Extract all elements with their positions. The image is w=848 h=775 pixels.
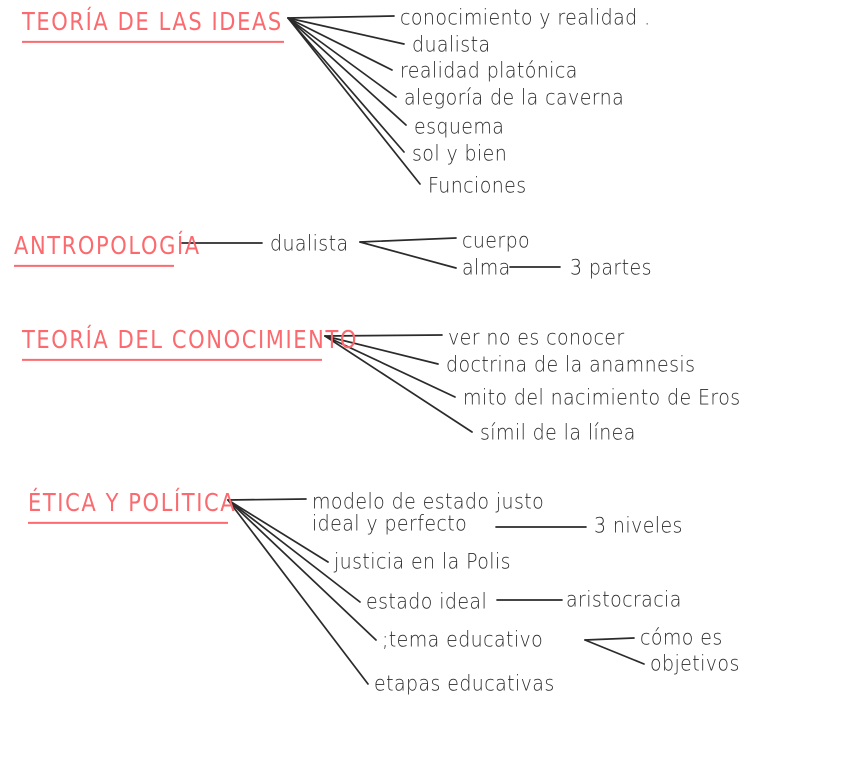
topic-teoria-del-conocimiento[interactable]: TEORÍA DEL CONOCIMIENTO xyxy=(22,325,358,361)
branch-label: objetivos xyxy=(650,651,740,676)
branch-ver-no-es-conocer[interactable]: ver no es conocer xyxy=(448,325,625,350)
branch-label: etapas educativas xyxy=(374,671,555,696)
connector-dualista xyxy=(287,17,405,45)
topic-etica-y-politica[interactable]: ÉTICA Y POLÍTICA xyxy=(28,488,237,524)
connector-conocimiento-y-realidad xyxy=(287,15,395,19)
branch-label: cuerpo xyxy=(462,228,531,253)
connector-alegoria-de-la-caverna xyxy=(287,17,397,98)
topic-label: TEORÍA DE LAS IDEAS xyxy=(22,7,283,36)
branch-label: realidad platónica xyxy=(400,58,578,83)
branch-label: aristocracia xyxy=(566,587,682,612)
branch-estado-ideal[interactable]: estado ideal xyxy=(366,589,488,614)
branch-justicia-en-la-polis[interactable]: justicia en la Polis xyxy=(334,549,511,574)
branch-funciones[interactable]: Funciones xyxy=(428,173,527,198)
branch-realidad-platonica[interactable]: realidad platónica xyxy=(400,58,578,83)
branch-label: 3 niveles xyxy=(594,513,683,538)
branch-label: estado ideal xyxy=(366,589,488,614)
topic-underline xyxy=(22,358,322,361)
branch-label: modelo de estado justo xyxy=(312,489,545,514)
topic-label: TEORÍA DEL CONOCIMIENTO xyxy=(22,325,358,354)
branch-label: dualista xyxy=(270,231,349,256)
branch-label: alma xyxy=(462,255,511,280)
branch-sol-y-bien[interactable]: sol y bien xyxy=(412,141,508,166)
connector-realidad-platonica xyxy=(287,17,393,71)
branch-label: dualista xyxy=(412,32,491,57)
branch-esquema[interactable]: esquema xyxy=(414,114,505,139)
branch-mito-del-nacimiento-de-eros[interactable]: mito del nacimiento de Eros xyxy=(463,385,741,410)
branch-label: justicia en la Polis xyxy=(334,549,511,574)
fan-teoria-de-las-ideas xyxy=(287,15,421,185)
branch-label: mito del nacimiento de Eros xyxy=(463,385,741,410)
connector-funciones xyxy=(287,17,421,185)
connector-sol-y-bien xyxy=(287,17,405,153)
branch-label: alegoría de la caverna xyxy=(404,85,625,110)
branch-alma[interactable]: alma xyxy=(462,255,511,280)
branch-simil-de-la-linea[interactable]: símil de la línea xyxy=(480,420,636,445)
branch-cuerpo[interactable]: cuerpo xyxy=(462,228,531,253)
connector-dualista-cuerpo xyxy=(359,237,457,243)
branch-label: símil de la línea xyxy=(480,420,636,445)
topic-antropologia[interactable]: ANTROPOLOGÍA xyxy=(14,231,201,267)
branch-etapas-educativas[interactable]: etapas educativas xyxy=(374,671,555,696)
branch-dualista-antropologia[interactable]: dualista xyxy=(270,231,349,256)
branch-label: sol y bien xyxy=(412,141,508,166)
branch-label: esquema xyxy=(414,114,505,139)
branch-dualista-ideas[interactable]: dualista xyxy=(412,32,491,57)
connector-sistema-educativo-objetivos xyxy=(584,639,645,665)
topic-underline xyxy=(14,264,174,267)
branch-label: cómo es xyxy=(640,625,723,650)
branch-label: 3 partes xyxy=(570,255,652,280)
topic-underline xyxy=(22,40,284,43)
topic-label: ÉTICA Y POLÍTICA xyxy=(28,488,237,517)
branch-sistema-educativo[interactable]: ;tema educativo xyxy=(382,627,544,652)
topic-underline xyxy=(28,521,228,524)
branch-3-partes[interactable]: 3 partes xyxy=(570,255,652,280)
branch-label: ideal y perfecto xyxy=(312,511,468,536)
branch-doctrina-de-la-anamnesis[interactable]: doctrina de la anamnesis xyxy=(446,352,696,377)
branch-objetivos[interactable]: objetivos xyxy=(650,651,740,676)
connector-esquema xyxy=(287,17,407,126)
branch-aristocracia[interactable]: aristocracia xyxy=(566,587,682,612)
branch-label: ;tema educativo xyxy=(382,627,544,652)
topic-teoria-de-las-ideas[interactable]: TEORÍA DE LAS IDEAS xyxy=(22,7,284,43)
connector-sistema-educativo-como-es xyxy=(584,637,635,641)
branch-modelo-de-estado-justo[interactable]: modelo de estado justo xyxy=(312,489,545,514)
connector-dualista-alma xyxy=(359,241,457,269)
branch-como-es[interactable]: cómo es xyxy=(640,625,723,650)
branch-alegoria-de-la-caverna[interactable]: alegoría de la caverna xyxy=(404,85,625,110)
connector-modelo-de-estado-justo xyxy=(227,498,307,501)
branch-3-niveles[interactable]: 3 niveles xyxy=(594,513,683,538)
branch-conocimiento-y-realidad[interactable]: conocimiento y realidad . xyxy=(400,5,651,31)
branch-ideal-y-perfecto[interactable]: ideal y perfecto xyxy=(312,511,468,536)
branch-label: Funciones xyxy=(428,173,527,198)
topic-label: ANTROPOLOGÍA xyxy=(14,231,201,260)
branch-label: ver no es conocer xyxy=(448,325,625,350)
branch-label: doctrina de la anamnesis xyxy=(446,352,696,377)
branch-label: conocimiento y realidad . xyxy=(400,5,651,31)
